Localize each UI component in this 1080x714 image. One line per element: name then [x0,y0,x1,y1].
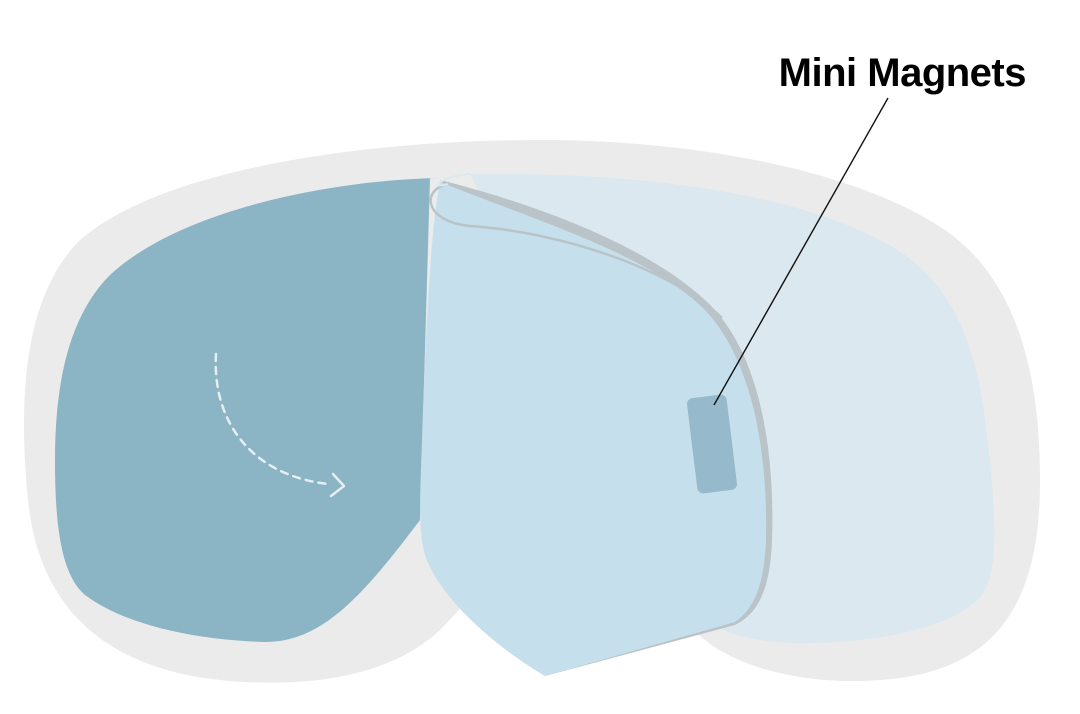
peel-arrow-head [329,472,346,498]
callout-leader-line [713,97,889,406]
peeling-lens [420,182,767,676]
dashed-curved-arrow-icon [214,352,346,498]
mini-magnet [686,394,738,494]
lens-roll-top [437,173,471,187]
lens-roll-edge [429,182,723,319]
peel-arrow-path [214,352,330,486]
left-lens [55,178,440,642]
mini-magnets-label: Mini Magnets [779,51,1026,95]
